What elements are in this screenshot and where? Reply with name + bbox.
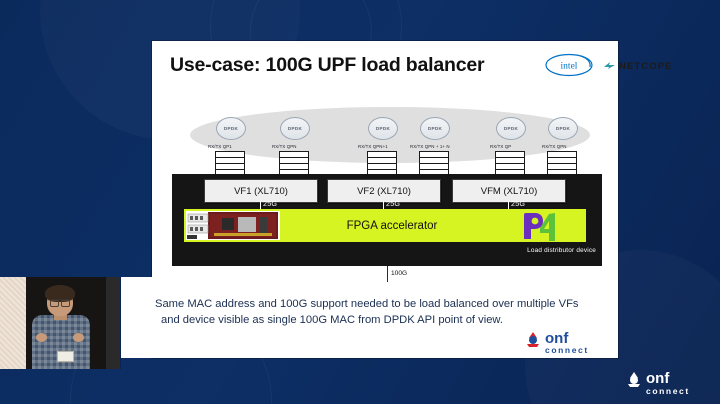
presenter-hand-right <box>73 333 84 342</box>
queue-stack <box>215 151 245 176</box>
netcope-logo: NETCOPE <box>604 57 673 75</box>
dpdk-bubble: DPDK <box>368 117 398 140</box>
slide-caption: Same MAC address and 100G support needed… <box>155 297 655 328</box>
video-light-panel-right <box>106 277 120 369</box>
dpdk-bubble: DPDK <box>496 117 526 140</box>
queue-pair-label: RX/TX QPN + 1+ N <box>410 144 450 149</box>
dpdk-bubble: DPDK <box>280 117 310 140</box>
presenter-badge <box>57 351 74 362</box>
netcope-wordmark: NETCOPE <box>619 60 673 72</box>
page-title: Use-case: 100G UPF load balancer <box>170 54 485 76</box>
onf-connect-watermark: onf connect <box>622 368 714 398</box>
device-label: Load distributor device <box>527 247 596 254</box>
vf-box: VF2 (XL710) <box>327 179 441 203</box>
slide: Use-case: 100G UPF load balancer intel N… <box>152 41 672 358</box>
presenter-hair <box>45 285 75 302</box>
queue-pair-label: RX/TX QP <box>490 144 512 149</box>
uplink-line <box>387 266 388 282</box>
fpga-accelerator-band: FPGA accelerator <box>184 209 586 242</box>
queue-stack <box>547 151 577 176</box>
dpdk-bubble: DPDK <box>548 117 578 140</box>
vf-box: VF1 (XL710) <box>204 179 318 203</box>
svg-text:connect: connect <box>646 386 690 396</box>
link-line <box>260 201 261 210</box>
presenter-video[interactable] <box>0 277 121 369</box>
link-speed-label: 25G <box>511 199 526 208</box>
queue-pair-label: RX/TX QPN+1 <box>358 144 388 149</box>
fpga-card-photo <box>186 211 280 240</box>
intel-logo: intel <box>544 52 594 78</box>
dpdk-bubble: DPDK <box>420 117 450 140</box>
vf-box: VFM (XL710) <box>452 179 566 203</box>
dpdk-bubble: DPDK <box>216 117 246 140</box>
svg-text:connect: connect <box>545 345 589 355</box>
queue-pair-label: RX/TX QPN <box>542 144 567 149</box>
queue-stack <box>495 151 525 176</box>
link-line <box>383 201 384 210</box>
p4-logo <box>518 211 562 241</box>
video-light-panel-left <box>0 277 26 369</box>
link-speed-label: 25G <box>263 199 278 208</box>
queue-stack <box>279 151 309 176</box>
queue-stack <box>367 151 397 176</box>
fpga-label: FPGA accelerator <box>346 219 438 232</box>
caption-line-1: Same MAC address and 100G support needed… <box>155 298 579 310</box>
svg-text:onf: onf <box>646 370 670 387</box>
queue-pair-label: RX/TX QPN <box>272 144 297 149</box>
queue-pair-label: RX/TX QP1 <box>208 144 232 149</box>
arrow-icon <box>604 57 615 75</box>
architecture-diagram: DPDK DPDK DPDK DPDK DPDK DPDK RX/TX QP1 … <box>172 101 602 301</box>
presenter-hand-left <box>36 333 47 342</box>
svg-text:intel: intel <box>561 62 578 72</box>
glasses-icon <box>50 299 70 307</box>
svg-text:onf: onf <box>545 330 569 347</box>
caption-line-2: and device visible as single 100G MAC fr… <box>161 313 503 326</box>
link-line <box>508 201 509 210</box>
queue-stack <box>419 151 449 176</box>
onf-connect-logo: onf connect <box>523 328 615 356</box>
uplink-speed-label: 100G <box>391 270 408 277</box>
link-speed-label: 25G <box>386 199 401 208</box>
